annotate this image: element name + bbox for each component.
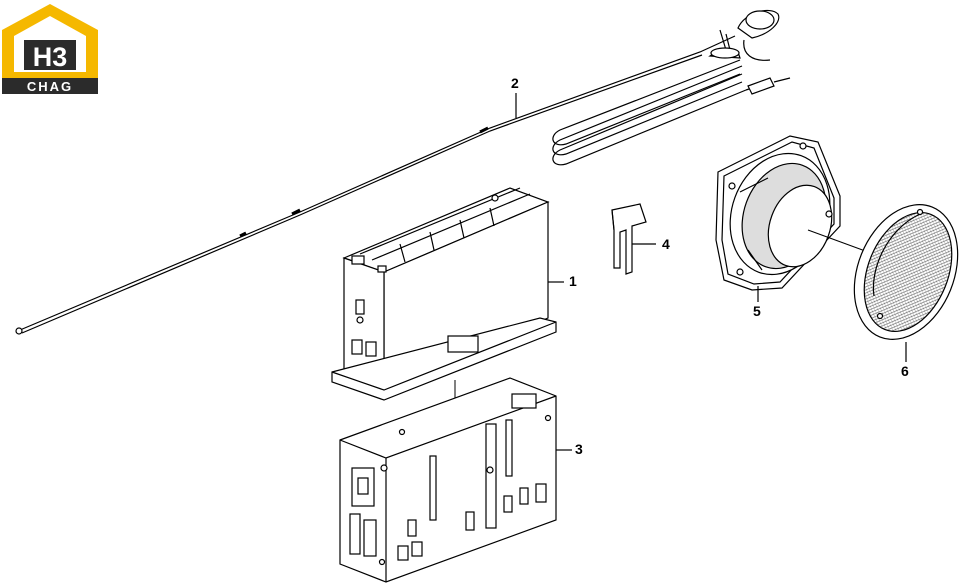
assembly-line [807,229,869,253]
leader-lines [515,93,907,451]
logo-caption: CHAG [27,79,73,94]
mounting-bracket-icon [339,377,557,583]
removal-key-icon [611,203,647,275]
logo-mark: H3 [33,42,68,72]
brand-logo: H3 CHAG [2,4,98,94]
callout-3: 3 [575,441,583,457]
callout-6: 6 [901,363,909,379]
speaker-icon [715,135,841,291]
callout-1: 1 [569,273,577,289]
speaker-grille-icon [853,204,959,340]
antenna-icon [15,9,791,335]
callout-4: 4 [662,236,670,252]
callout-2: 2 [511,75,519,91]
radio-unit-icon [331,187,557,401]
callout-5: 5 [753,303,761,319]
